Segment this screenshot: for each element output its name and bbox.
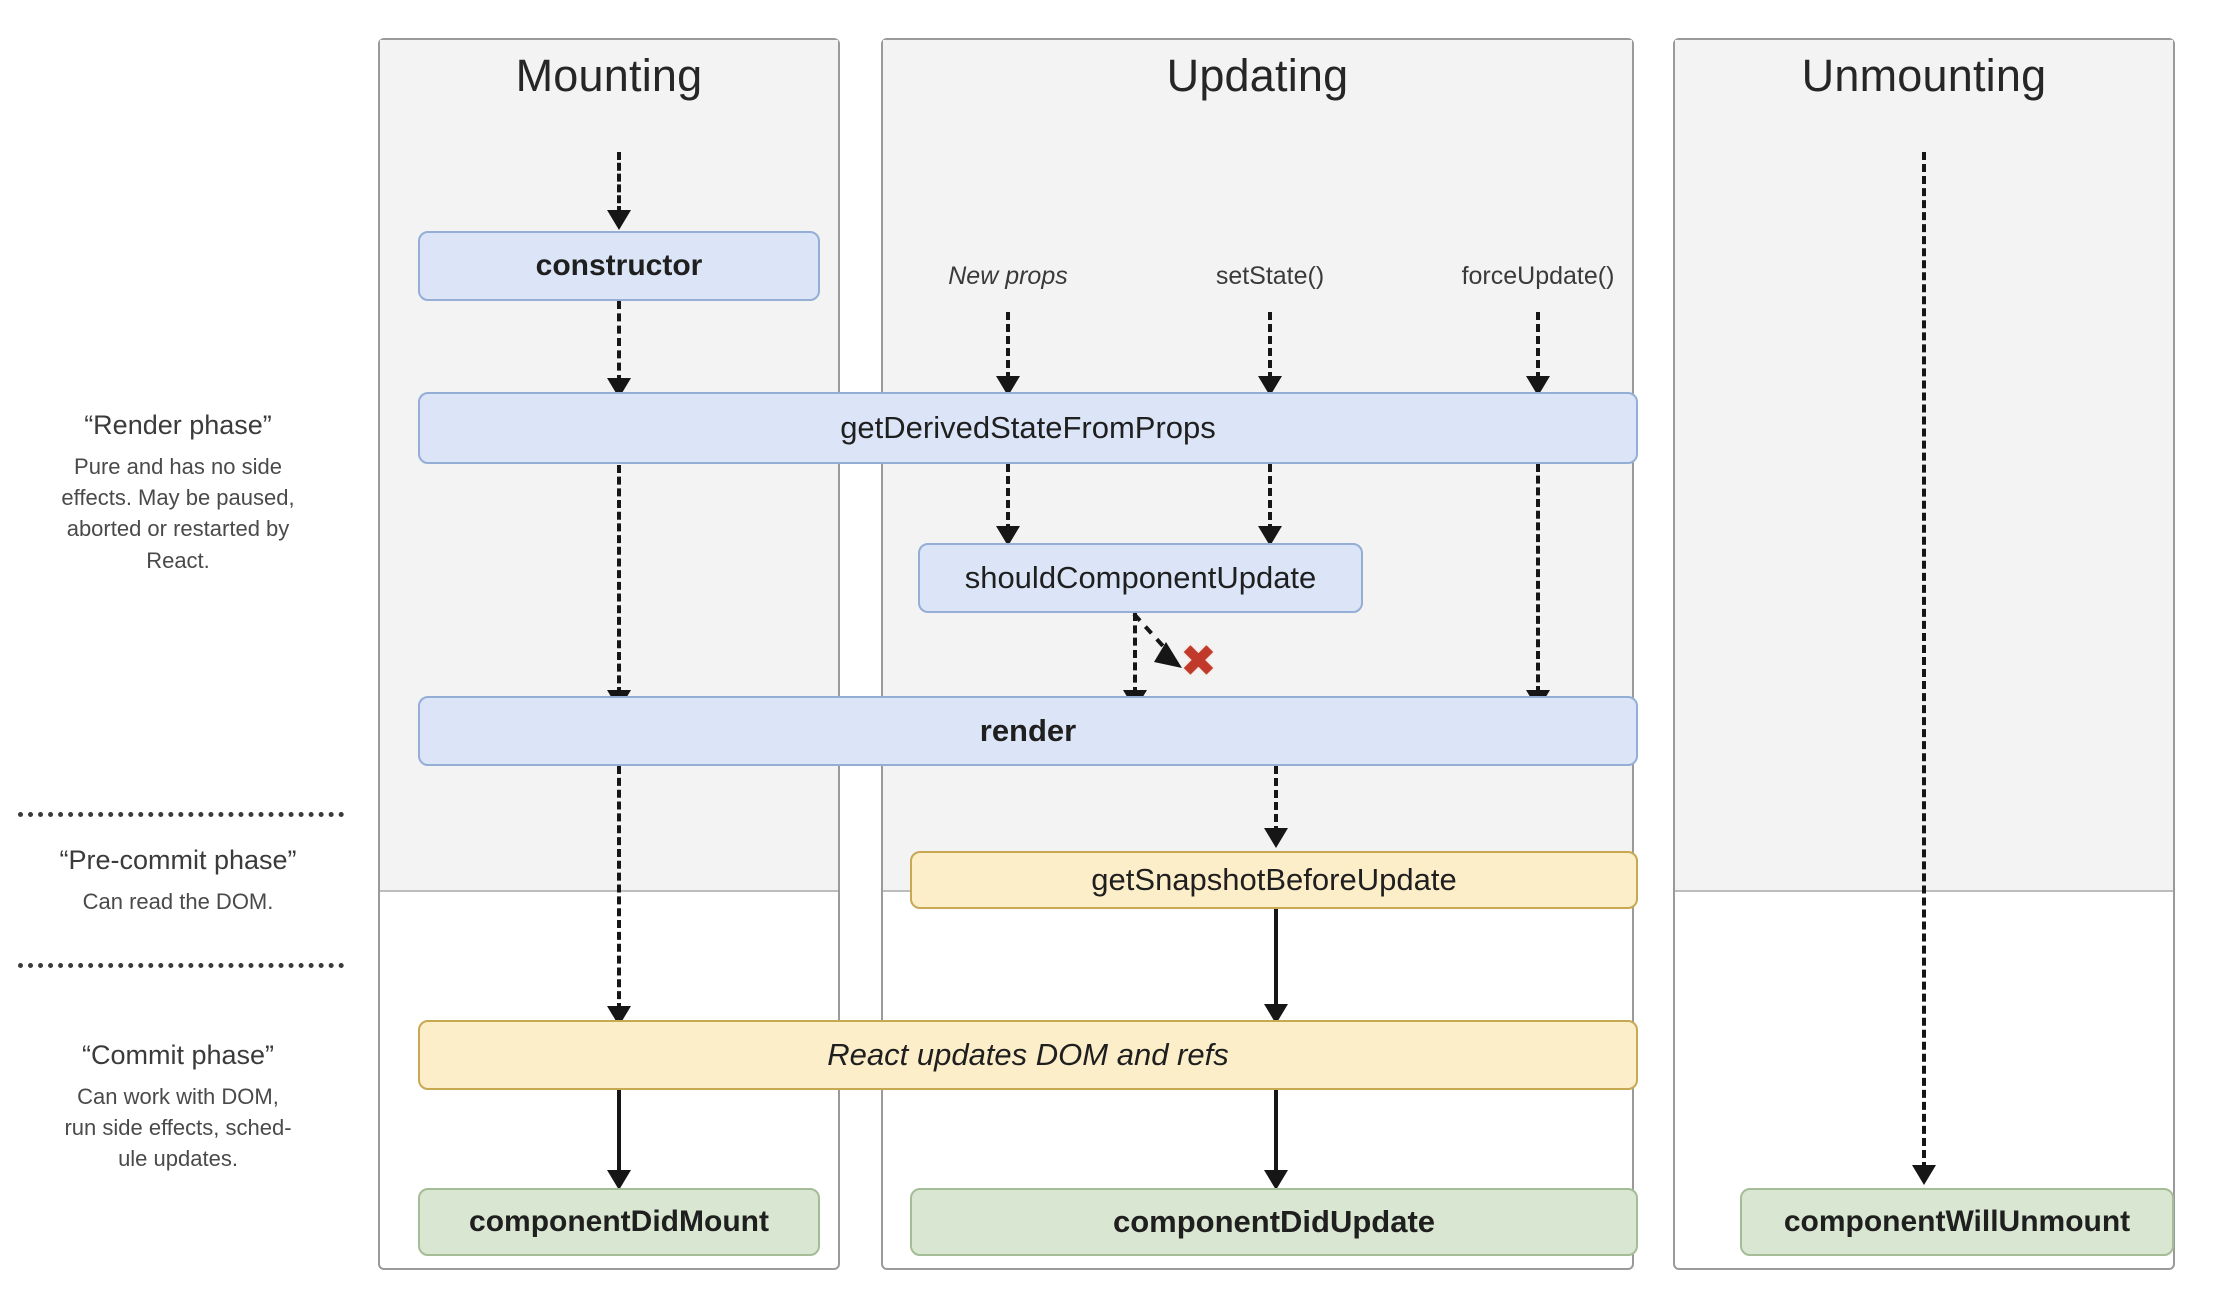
arrow-line-gdsfp-to-scu-left (1006, 464, 1010, 532)
legend-commit-phase-title: “Commit phase” (81, 1040, 275, 1070)
divider-precommit-commit (18, 963, 344, 968)
node-constructor[interactable]: constructor (418, 231, 820, 301)
arrow-head-gdsfp-to-scu-left (996, 526, 1020, 546)
node-get-snapshot-before-update[interactable]: getSnapshotBeforeUpdate (910, 851, 1638, 909)
trigger-force-update: forceUpdate() (1461, 262, 1615, 290)
arrow-head-to-willunmount (1912, 1165, 1936, 1185)
column-title-mounting: Mounting (515, 50, 703, 101)
arrow-line-to-constructor (617, 152, 621, 214)
arrow-head-setstate-to-gdsfp (1258, 376, 1282, 396)
node-component-did-update[interactable]: componentDidUpdate (910, 1188, 1638, 1256)
arrow-line-gdsfp-to-render-bypass (1536, 464, 1540, 694)
legend-render-phase-title: “Render phase” (84, 410, 272, 440)
arrow-line-to-willunmount (1922, 152, 1926, 1170)
divider-render-precommit (18, 812, 344, 817)
arrow-head-render-to-getsnapshot (1264, 828, 1288, 848)
arrow-head-getsnapshot-to-reactupdates (1264, 1004, 1288, 1024)
arrow-head-reactupdates-to-didupdate (1264, 1170, 1288, 1190)
arrow-line-gdsfp-to-render-mounting (617, 465, 621, 695)
arrow-head-reactupdates-to-didmount (607, 1170, 631, 1190)
arrow-line-gdsfp-to-scu-right (1268, 464, 1272, 532)
arrow-head-to-constructor (607, 210, 631, 230)
legend-render-phase-body: Pure and has no side effects. May be pau… (61, 454, 295, 573)
legend-precommit-phase-title: “Pre-commit phase” (59, 845, 297, 875)
abort-x-icon: ✖ (1180, 637, 1217, 686)
legend-precommit-phase-body: Can read the DOM. (82, 889, 274, 914)
node-component-did-mount[interactable]: componentDidMount (418, 1188, 820, 1256)
column-title-unmounting: Unmounting (1801, 50, 2047, 101)
trigger-set-state: setState() (1215, 262, 1325, 290)
node-component-will-unmount[interactable]: componentWillUnmount (1740, 1188, 2174, 1256)
arrow-line-getsnapshot-to-reactupdates (1274, 909, 1278, 1009)
arrow-head-forceupdate-to-gdsfp (1526, 376, 1550, 396)
arrow-line-scu-to-render (1133, 613, 1137, 695)
trigger-new-props: New props (948, 262, 1068, 290)
legend-commit-phase-body: Can work with DOM, run side effects, sch… (64, 1084, 292, 1172)
arrow-line-render-to-getsnapshot (1274, 766, 1278, 834)
node-render[interactable]: render (418, 696, 1638, 766)
arrow-line-reactupdates-to-didupdate (1274, 1090, 1278, 1175)
node-react-updates-dom-and-refs[interactable]: React updates DOM and refs (418, 1020, 1638, 1090)
arrow-line-forceupdate-to-gdsfp (1536, 312, 1540, 380)
node-get-derived-state-from-props[interactable]: getDerivedStateFromProps (418, 392, 1638, 464)
column-title-updating: Updating (1166, 50, 1349, 101)
legend-commit-phase: “Commit phase” Can work with DOM, run si… (8, 1040, 348, 1175)
node-should-component-update[interactable]: shouldComponentUpdate (918, 543, 1363, 613)
arrow-abort-branch (1132, 612, 1182, 668)
arrow-head-gdsfp-to-scu-right (1258, 526, 1282, 546)
arrow-line-setstate-to-gdsfp (1268, 312, 1272, 380)
legend-precommit-phase: “Pre-commit phase” Can read the DOM. (8, 845, 348, 917)
arrow-line-reactupdates-to-didmount (617, 1090, 621, 1175)
arrow-line-render-to-reactupdates-mounting (617, 766, 621, 1011)
arrow-head-newprops-to-gdsfp (996, 376, 1020, 396)
arrow-line-newprops-to-gdsfp (1006, 312, 1010, 380)
legend-render-phase: “Render phase” Pure and has no side effe… (8, 410, 348, 576)
arrow-line-constructor-to-gdsfp (617, 301, 621, 383)
